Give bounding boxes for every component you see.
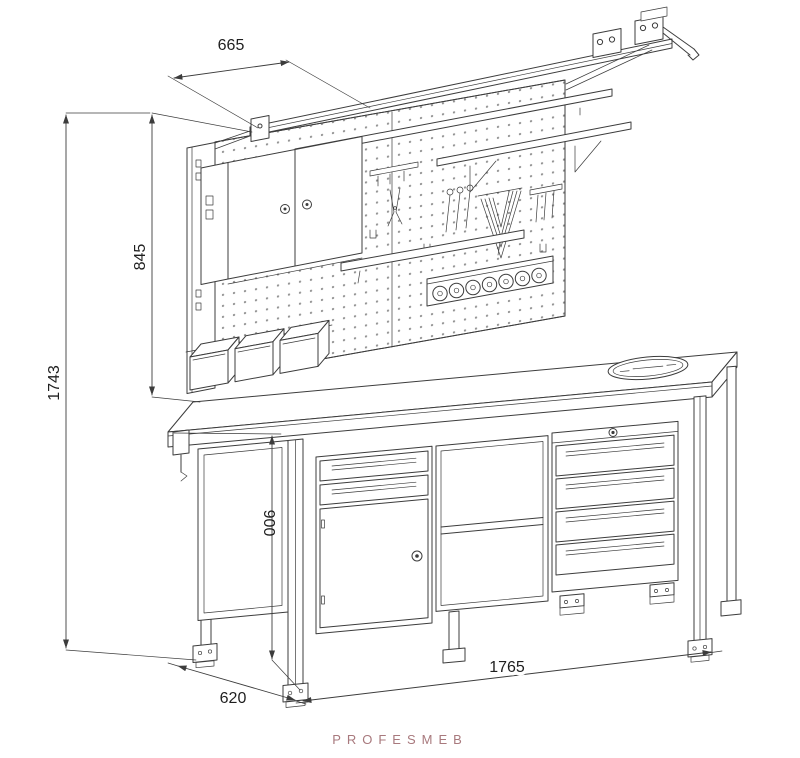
dim-label-620: 620: [220, 690, 247, 707]
bin: [279, 319, 330, 374]
middle-cabinet-drawer-2: [319, 474, 429, 506]
rail-right-clamp-2: [634, 6, 668, 45]
dimension-top-depth: 665: [167, 37, 371, 129]
bracket-shelf: [436, 121, 632, 193]
rail-left-bracket: [250, 115, 270, 142]
dimension-total-height: 1743: [46, 112, 197, 661]
spray-can-holder: [426, 255, 554, 307]
worktop-logo-oval: [607, 355, 689, 381]
drawer-1: [555, 434, 675, 477]
rail-right-arm: [662, 26, 700, 61]
middle-cabinet-drawer-1: [319, 450, 429, 482]
stacking-bins: [185, 319, 333, 391]
dim-label-1765: 1765: [489, 659, 525, 676]
drawer-3: [555, 500, 675, 543]
dimension-bench-depth: 620: [167, 662, 307, 711]
open-shelf-compartment: [435, 435, 549, 612]
dim-label-665: 665: [218, 37, 245, 54]
right-drawer-unit: [551, 420, 679, 593]
rail-right-clamp-1: [592, 28, 622, 58]
dimension-pegboard-height: 845: [132, 112, 253, 403]
wall-cabinet-side: [200, 162, 229, 285]
dimension-bench-width: 1765: [295, 650, 723, 704]
wrench-set: [445, 184, 474, 233]
dim-label-845: 845: [132, 244, 149, 271]
wall-cabinet: [200, 136, 363, 285]
mounting-bracket-right: [649, 582, 675, 605]
middle-cabinet-door: [319, 498, 429, 629]
middle-cabinet: [315, 445, 433, 635]
pliers: [387, 187, 403, 227]
dim-label-900: 900: [260, 510, 277, 537]
rear-right-leg: [720, 365, 742, 617]
dim-label-1743: 1743: [46, 365, 63, 401]
drawer-2: [555, 467, 675, 510]
mounting-bracket-left: [559, 593, 585, 616]
footer-brand-text: PROFESMEB: [332, 732, 468, 747]
rail-support-strut: [565, 44, 653, 91]
dimension-worktop-height: 900: [173, 432, 301, 691]
bin: [234, 328, 285, 383]
screwdriver-rack: [529, 183, 563, 223]
drawer-4: [555, 533, 675, 576]
left-clamp-bracket: [172, 429, 190, 482]
hook-bar: [369, 161, 419, 187]
mid-shelf: [340, 229, 525, 284]
worktop: [167, 351, 738, 448]
light-rail: [249, 6, 700, 142]
